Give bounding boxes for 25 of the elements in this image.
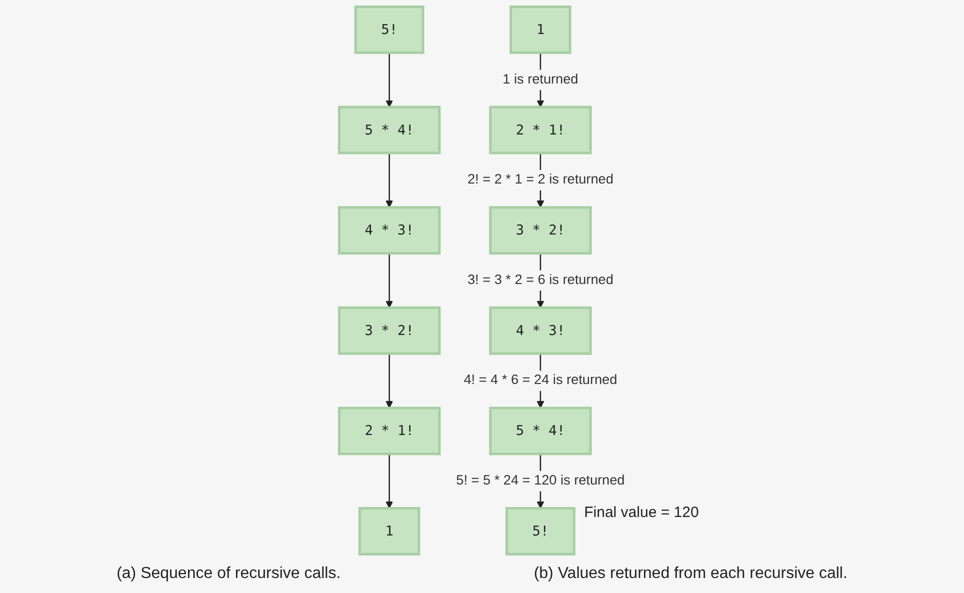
edge-label: 4! = 4 * 6 = 24 is returned — [464, 373, 618, 388]
node-box — [489, 106, 592, 154]
node-box — [354, 6, 424, 54]
node-box — [489, 206, 592, 255]
node-box — [489, 306, 592, 355]
node-box — [358, 507, 420, 556]
arrow — [386, 52, 394, 108]
node-box — [510, 6, 572, 54]
caption: (b) Values returned from each recursive call. — [534, 565, 848, 583]
node-box — [489, 406, 592, 456]
edge-label: 1 is returned — [502, 72, 578, 87]
arrow — [386, 354, 394, 408]
arrow — [386, 454, 394, 509]
arrow — [386, 253, 394, 308]
edge-label: 3! = 3 * 2 = 6 is returned — [467, 272, 614, 288]
node-note: Final value = 120 — [584, 504, 699, 522]
node-box — [505, 507, 576, 556]
node-box — [338, 106, 441, 154]
node-box — [338, 206, 441, 255]
edge-label: 2! = 2 * 1 = 2 is returned — [467, 172, 614, 187]
edge-label: 5! = 5 * 24 = 120 is returned — [456, 473, 625, 488]
arrow — [386, 153, 394, 208]
node-box — [338, 306, 441, 355]
caption: (a) Sequence of recursive calls. — [116, 565, 341, 583]
node-box — [338, 406, 441, 456]
